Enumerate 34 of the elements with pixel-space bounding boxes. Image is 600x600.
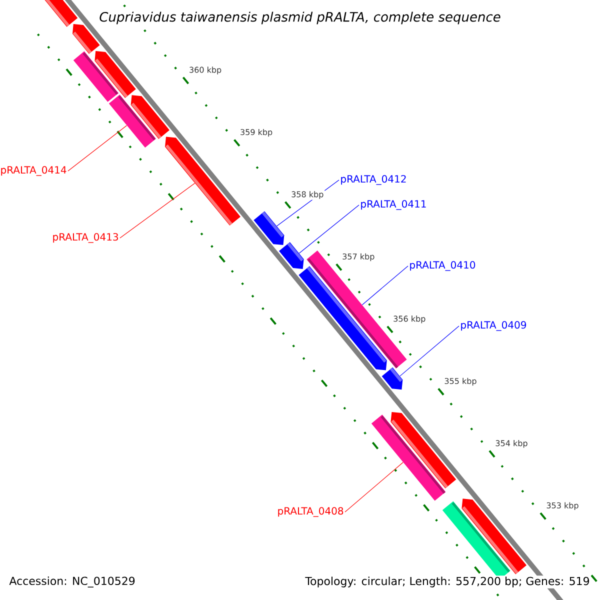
gene-block [72, 24, 100, 54]
scale-label: 357 kbp [342, 253, 374, 262]
gene-block [130, 95, 170, 139]
gene-block [279, 242, 304, 269]
gene-block [42, 0, 78, 27]
scale-label: 355 kbp [444, 378, 476, 386]
scale-label: 353 kbp [546, 502, 578, 510]
scale-label: 354 kbp [496, 440, 528, 448]
accession-label: Accession: NC_010529 [8, 576, 136, 588]
scale-label: 356 kbp [394, 316, 426, 324]
leader-line [298, 204, 360, 254]
leader-line [68, 125, 127, 172]
gene-label: pRALTA_0414 [1, 166, 66, 176]
gene-block [382, 367, 403, 390]
gene-block [165, 136, 240, 226]
gene-label: pRALTA_0410 [410, 261, 476, 271]
gene-label: pRALTA_0412 [341, 175, 406, 185]
gene-label: pRALTA_0413 [53, 233, 118, 243]
gene-label: pRALTA_0408 [278, 507, 344, 517]
leader-line [362, 266, 408, 306]
scale-label: 359 kbp [240, 128, 272, 137]
gene-block [462, 498, 526, 574]
gene-block [254, 211, 284, 245]
leader-line [400, 326, 460, 376]
gene-block [390, 412, 456, 488]
gene-block [94, 51, 136, 98]
scale-label: 360 kbp [190, 66, 222, 74]
info-label: Topology: circular; Length: 557,200 bp; Genes: 519 [304, 576, 591, 588]
title: Cupriavidus taiwanensis plasmid pRALTA, complete sequence [97, 10, 503, 26]
scale-label: 358 kbp [292, 191, 324, 199]
gene-label: pRALTA_0411 [361, 200, 426, 210]
gene-label: pRALTA_0409 [461, 321, 526, 331]
leader-line [344, 462, 404, 512]
leader-line [120, 182, 196, 238]
